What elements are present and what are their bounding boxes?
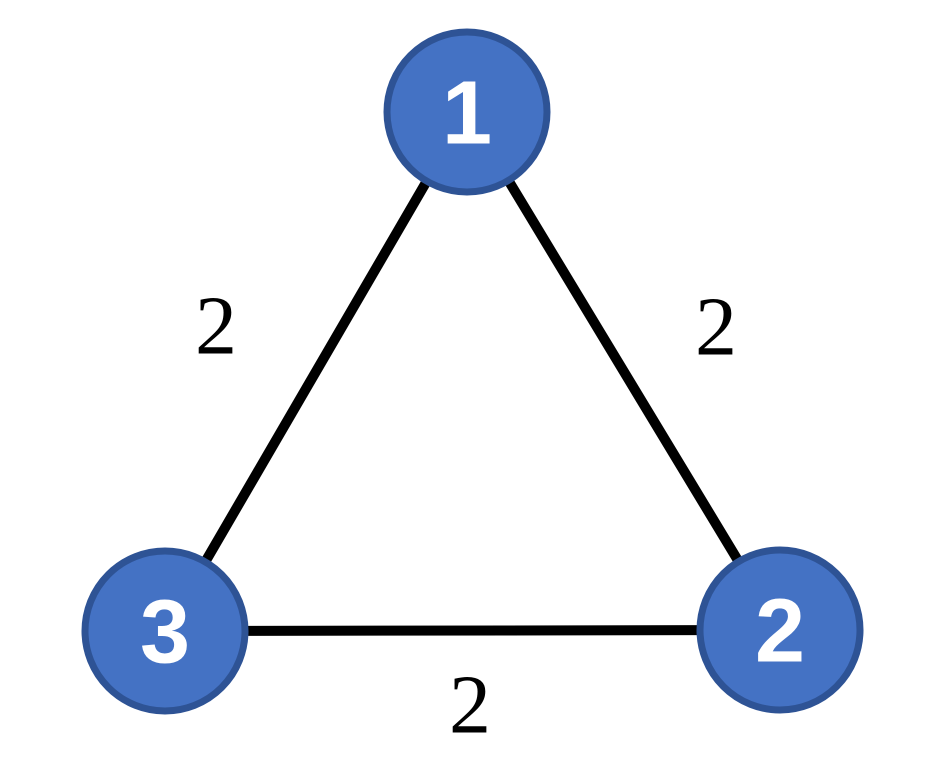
node-3: 3 [81, 547, 249, 715]
edge-3-2 [164, 625, 781, 636]
node-1: 1 [383, 28, 551, 196]
node-3-circle [81, 547, 249, 715]
edge-1-3 [160, 109, 472, 634]
node-1-label: 1 [442, 64, 492, 164]
node-2: 2 [696, 546, 864, 714]
edge-1-3-weight-label: 2 [195, 279, 237, 372]
node-1-circle [383, 28, 551, 196]
node-3-label: 3 [140, 583, 190, 683]
edge-1-2-weight-label: 2 [695, 280, 737, 373]
node-2-label: 2 [755, 582, 805, 682]
edge-3-2-weight-label: 2 [449, 658, 491, 751]
node-2-circle [696, 546, 864, 714]
edge-1-2 [462, 109, 785, 633]
